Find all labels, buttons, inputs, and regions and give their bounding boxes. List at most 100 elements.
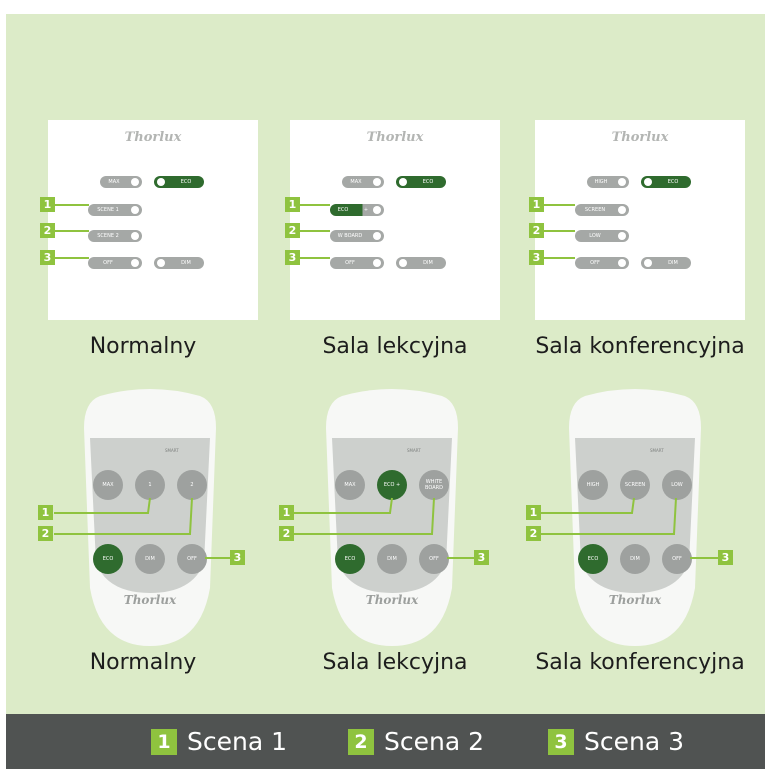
panel-button-eco: ECO	[154, 176, 204, 188]
marker-1: 1	[526, 505, 541, 520]
panel-button-dim: DIM	[154, 257, 204, 269]
panel-button-label: W BOARD	[330, 230, 370, 242]
marker-3: 3	[718, 550, 733, 565]
remote-button-off: OFF	[662, 544, 692, 574]
remote-caption-conference: Sala konferencyjna	[520, 650, 760, 675]
marker-2: 2	[285, 223, 300, 238]
panel-button-label: OFF	[88, 257, 128, 269]
remote-button-off: OFF	[177, 544, 207, 574]
panel-button-label: DIM	[655, 257, 691, 269]
panel-button-eco: ECO	[641, 176, 691, 188]
panel-button-max: MAX	[100, 176, 142, 188]
remote-button-dim: DIM	[377, 544, 407, 574]
marker-2: 2	[526, 526, 541, 541]
panel-button-label: SCREEN	[575, 204, 615, 216]
remote-button-screen: SCREEN	[620, 470, 650, 500]
panel-button-off: OFF	[330, 257, 384, 269]
panel-button-off: OFF	[88, 257, 142, 269]
remote-button-max: MAX	[93, 470, 123, 500]
panel-button-scene1: ECO +	[330, 204, 384, 216]
panel-button-screen: SCREEN	[575, 204, 629, 216]
marker-1: 1	[279, 505, 294, 520]
panel-caption-classroom: Sala lekcyjna	[275, 334, 515, 359]
legend-number: 2	[348, 729, 374, 755]
marker-3: 3	[230, 550, 245, 565]
remote-button-dim: DIM	[620, 544, 650, 574]
remote-smart-label: SMART	[407, 448, 421, 453]
marker-1: 1	[285, 197, 300, 212]
remote-button-whiteboard: WHITE BOARD	[419, 470, 449, 500]
marker-line	[55, 230, 89, 232]
marker-line	[544, 204, 575, 206]
panel-button-label: ECO	[410, 176, 446, 188]
marker-3: 3	[529, 250, 544, 265]
remote-control-normal: SMART MAX 1 2 ECO DIM OFF Thorlux	[80, 388, 220, 648]
wall-panel-classroom: Thorlux MAX ECO ECO + W BOARD OFF DIM	[290, 120, 500, 320]
marker-1: 1	[38, 505, 53, 520]
marker-2: 2	[279, 526, 294, 541]
remote-brand-logo: Thorlux	[322, 593, 462, 607]
remote-button-2: 2	[177, 470, 207, 500]
marker-3: 3	[285, 250, 300, 265]
panel-button-max: MAX	[342, 176, 384, 188]
legend-item-scene-1: 1 Scena 1	[151, 714, 287, 769]
marker-line	[544, 230, 575, 232]
legend-number: 1	[151, 729, 177, 755]
panel-brand-logo: Thorlux	[290, 130, 500, 145]
legend-label: Scena 3	[584, 727, 684, 756]
legend-number: 3	[548, 729, 574, 755]
marker-2: 2	[529, 223, 544, 238]
marker-line	[300, 230, 330, 232]
legend-item-scene-3: 3 Scena 3	[548, 714, 684, 769]
panel-button-label: DIM	[410, 257, 446, 269]
remote-body	[322, 388, 462, 648]
remote-brand-logo: Thorlux	[80, 593, 220, 607]
marker-3: 3	[40, 250, 55, 265]
panel-button-label: SCENE 1	[88, 204, 128, 216]
marker-2: 2	[38, 526, 53, 541]
panel-button-label: MAX	[342, 176, 370, 188]
marker-1: 1	[529, 197, 544, 212]
panel-button-scene2: W BOARD	[330, 230, 384, 242]
wall-panel-conference: Thorlux HIGH ECO SCREEN LOW OFF DIM	[535, 120, 745, 320]
remote-button-low: LOW	[662, 470, 692, 500]
remote-body	[80, 388, 220, 648]
remote-button-1: 1	[135, 470, 165, 500]
remote-body	[565, 388, 705, 648]
panel-button-label: OFF	[330, 257, 370, 269]
remote-smart-label: SMART	[650, 448, 664, 453]
panel-button-high: HIGH	[587, 176, 629, 188]
panel-button-off: OFF	[575, 257, 629, 269]
panel-button-label: LOW	[575, 230, 615, 242]
remote-button-eco: ECO	[93, 544, 123, 574]
remote-button-high: HIGH	[578, 470, 608, 500]
panel-button-label: ECO	[655, 176, 691, 188]
panel-caption-normal: Normalny	[23, 334, 263, 359]
panel-button-label: ECO	[330, 204, 356, 216]
marker-line	[55, 257, 89, 259]
panel-button-low: LOW	[575, 230, 629, 242]
marker-line	[300, 257, 330, 259]
marker-3: 3	[474, 550, 489, 565]
legend-label: Scena 2	[384, 727, 484, 756]
panel-button-eco: ECO	[396, 176, 446, 188]
marker-line	[55, 204, 89, 206]
marker-line	[300, 204, 330, 206]
remote-control-conference: SMART HIGH SCREEN LOW ECO DIM OFF Thorlu…	[565, 388, 705, 648]
panel-button-dim: DIM	[641, 257, 691, 269]
panel-button-label: SCENE 2	[88, 230, 128, 242]
remote-button-max: MAX	[335, 470, 365, 500]
panel-brand-logo: Thorlux	[535, 130, 745, 145]
panel-button-label: DIM	[168, 257, 204, 269]
panel-button-label: +	[360, 204, 372, 216]
remote-caption-normal: Normalny	[23, 650, 263, 675]
remote-caption-classroom: Sala lekcyjna	[275, 650, 515, 675]
panel-button-scene1: SCENE 1	[88, 204, 142, 216]
remote-button-dim: DIM	[135, 544, 165, 574]
panel-button-scene2: SCENE 2	[88, 230, 142, 242]
remote-control-classroom: SMART MAX ECO + WHITE BOARD ECO DIM OFF …	[322, 388, 462, 648]
panel-caption-conference: Sala konferencyjna	[520, 334, 760, 359]
panel-button-label: MAX	[100, 176, 128, 188]
marker-line	[544, 257, 575, 259]
remote-button-off: OFF	[419, 544, 449, 574]
